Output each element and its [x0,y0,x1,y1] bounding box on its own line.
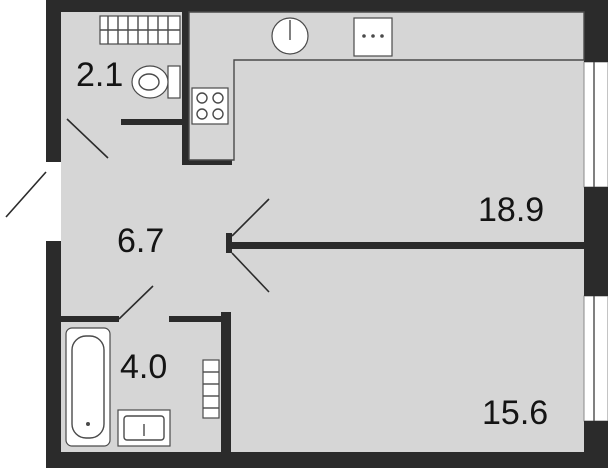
bathtub [65,327,111,447]
wall-wc-right [182,12,189,119]
bathtub-drain [86,422,90,426]
area-label-wc: 2.1 [76,56,123,94]
wall-left-upper [46,0,61,162]
counter-edge [188,11,585,161]
doors [5,118,270,320]
windows [583,61,608,422]
wall-left-lower [46,241,61,468]
wall-bottom [46,452,608,468]
wall-right-top [584,0,608,62]
wall-bath-top [61,316,119,322]
dishwasher-dot [371,34,375,38]
dishwasher-dot [380,34,384,38]
window-bedroom [583,295,608,422]
living-door-leaf [231,198,270,237]
bathroom-door-leaf [118,285,154,320]
kitchen-counter [188,11,585,161]
burner [212,108,224,120]
bedroom-door-leaf [231,252,270,293]
wall-living-bedroom [229,242,584,249]
toilet-seat [138,73,160,91]
wc-door-leaf [66,118,109,159]
wall-wc-bottom [121,119,189,125]
wall-bedroom-left [221,312,231,452]
wall-right-middle [584,187,608,296]
inner-walls [61,12,584,452]
area-label-hall: 6.7 [117,222,164,260]
bathroom-fixtures [65,327,220,447]
bedroom-floor [231,249,584,452]
outer-walls [46,0,608,468]
wall-kitchen-stub-bottom [182,160,232,165]
cooktop [191,87,229,125]
area-label-living-kitchen: 18.9 [478,191,544,229]
area-label-bathroom: 4.0 [120,348,167,386]
wall-door-post [226,233,232,253]
towel-rail [202,359,220,419]
window-living [583,61,608,188]
burner [196,108,208,120]
area-label-bedroom: 15.6 [482,394,548,432]
wc-fixtures [99,15,181,99]
washbasin-bowl [123,415,165,441]
wall-kitchen-stub [182,119,189,162]
burner [212,92,224,104]
bathtub-basin [71,335,105,439]
dishwasher-dot [362,34,366,38]
burner [196,92,208,104]
toilet-tank [167,65,181,99]
entrance-door-leaf [5,171,47,218]
wall-top [46,0,608,12]
wall-right-bottom [584,421,608,468]
wall-bath-top-right [169,316,231,322]
area-labels: 2.1 6.7 4.0 18.9 15.6 [76,56,548,432]
toilet-bowl [131,65,169,99]
